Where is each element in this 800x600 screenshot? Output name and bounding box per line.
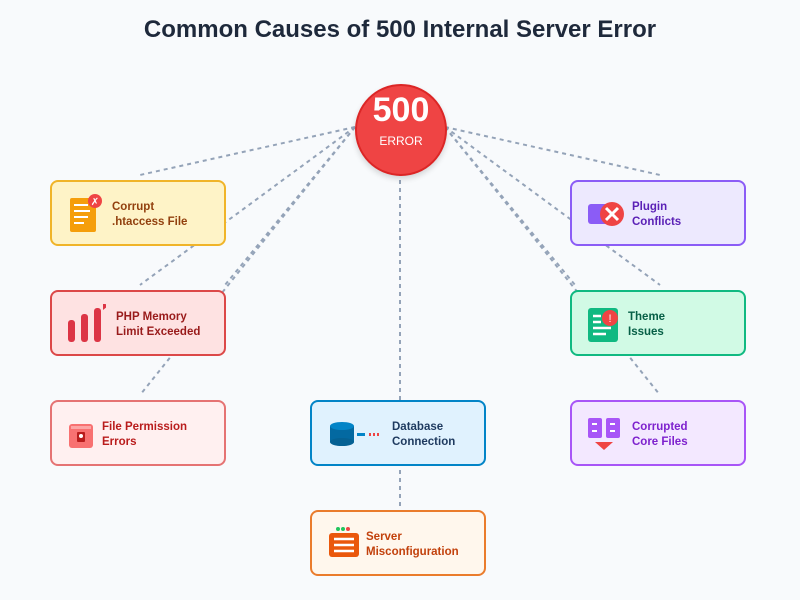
- error-code: 500: [372, 91, 430, 129]
- svg-text:!: !: [608, 313, 611, 325]
- cause-php-memory-line2: Limit Exceeded: [116, 326, 201, 338]
- error-500-hub: 500 ERROR: [355, 84, 447, 176]
- connector-permission: [139, 126, 356, 396]
- cause-core-files-line1: Corrupted: [632, 421, 688, 433]
- connector-core: [444, 126, 661, 396]
- lock-icon: [69, 424, 93, 448]
- cause-htaccess-line2: .htaccess File: [112, 216, 188, 228]
- cause-file-permission-line2: Errors: [102, 436, 137, 448]
- bar-chart-icon: [68, 304, 106, 342]
- document-error-icon: ✗: [70, 194, 102, 232]
- cause-plugin-line2: Conflicts: [632, 216, 682, 228]
- cause-database-line1: Database: [392, 421, 444, 433]
- cause-file-permission-card[interactable]: File Permission Errors: [50, 400, 226, 466]
- cause-database-line2: Connection: [392, 436, 456, 448]
- database-icon: [330, 422, 379, 446]
- server-window-icon: [329, 527, 359, 557]
- cause-core-files-card[interactable]: Corrupted Core Files: [570, 400, 746, 466]
- cause-core-files-line2: Core Files: [632, 436, 688, 448]
- cause-theme-line2: Issues: [628, 326, 664, 338]
- cause-database-card[interactable]: Database Connection: [310, 400, 486, 466]
- cause-server-misconfig-line2: Misconfiguration: [366, 546, 459, 558]
- theme-warning-icon: !: [588, 308, 618, 342]
- svg-text:✗: ✗: [91, 197, 99, 208]
- cause-htaccess-card[interactable]: ✗ Corrupt .htaccess File: [50, 180, 226, 246]
- cause-php-memory-card[interactable]: PHP Memory Limit Exceeded: [50, 290, 226, 356]
- diagram-title: Common Causes of 500 Internal Server Err…: [143, 16, 657, 43]
- error-label: ERROR: [379, 134, 423, 148]
- cause-htaccess-line1: Corrupt: [112, 201, 155, 213]
- plugin-error-icon: [588, 202, 624, 226]
- cause-theme-line1: Theme: [628, 311, 666, 323]
- cause-plugin-card[interactable]: Plugin Conflicts: [570, 180, 746, 246]
- cause-plugin-line1: Plugin: [632, 201, 668, 213]
- cause-php-memory-line1: PHP Memory: [116, 311, 187, 323]
- cause-theme-card[interactable]: ! Theme Issues: [570, 290, 746, 356]
- cause-server-misconfig-card[interactable]: Server Misconfiguration: [310, 510, 486, 576]
- cause-server-misconfig-line1: Server: [366, 531, 402, 543]
- cause-file-permission-line1: File Permission: [102, 421, 188, 433]
- core-files-icon: [588, 418, 620, 450]
